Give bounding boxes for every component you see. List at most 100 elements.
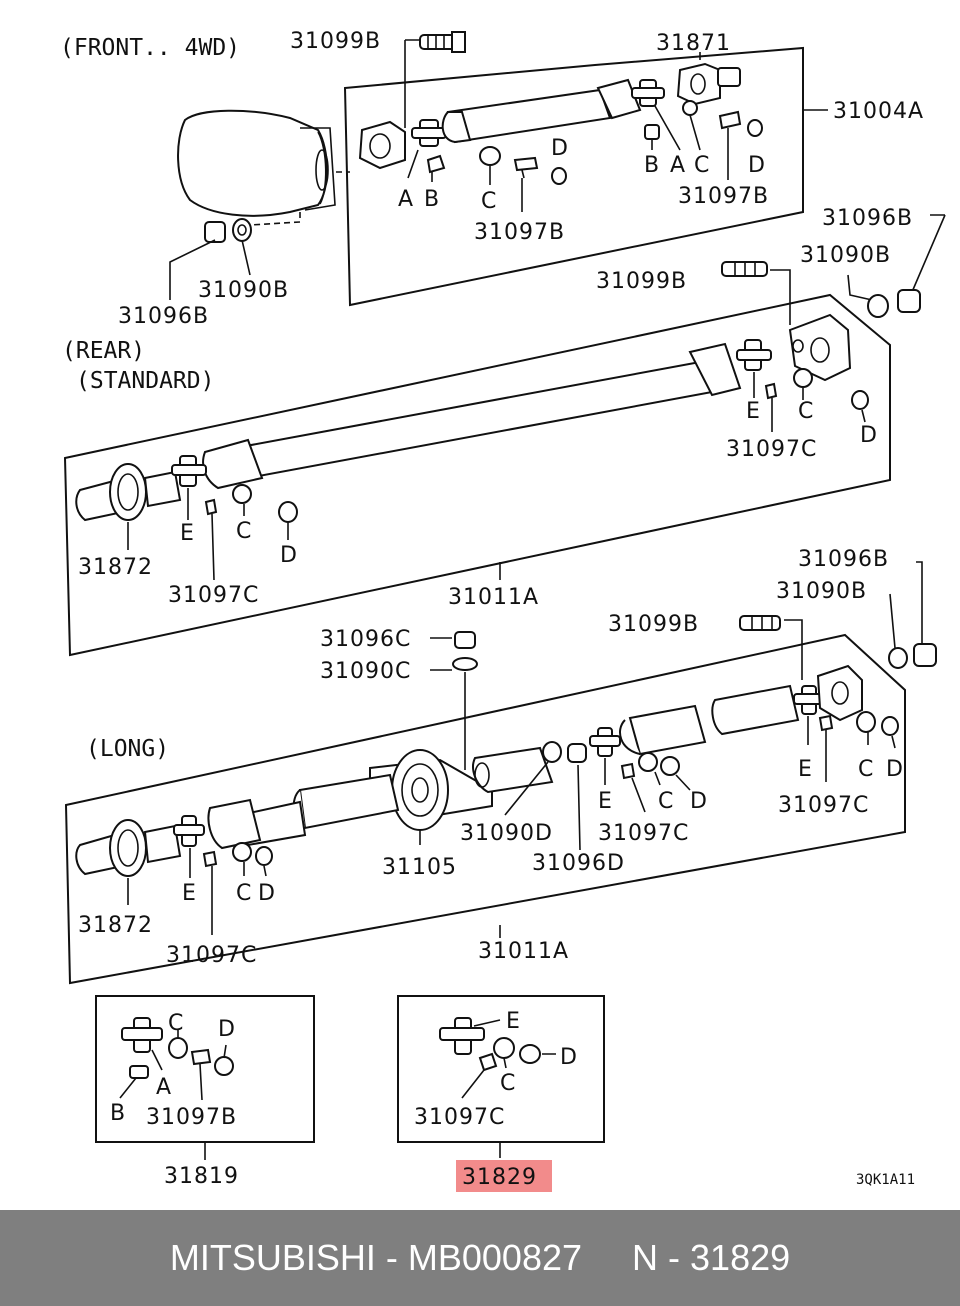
- seal-C-rear-right: [793, 368, 813, 388]
- label-31872-standard: 31872: [78, 555, 153, 580]
- label-D-long-left: D: [258, 881, 276, 906]
- label-31097C-kit: 31097C: [414, 1105, 505, 1130]
- footer-part-number: MB000827: [407, 1237, 583, 1278]
- section-front-label: (FRONT.. 4WD): [60, 35, 240, 61]
- grease-fitting-kit-31819: [190, 1048, 212, 1066]
- yoke-31871: [676, 62, 741, 106]
- bearing-cup-front-right: [644, 124, 660, 140]
- leader-line: [911, 214, 946, 293]
- center-bearing-31105: [369, 749, 493, 831]
- spider-rear-left: [171, 455, 207, 487]
- label-D-front: D: [551, 136, 569, 161]
- label-C-long-middle: C: [658, 789, 674, 814]
- label-31871: 31871: [656, 31, 731, 56]
- label-31004A: 31004A: [833, 99, 924, 124]
- grease-fitting-rear-right: [764, 382, 778, 400]
- spider-long-middle: [589, 727, 621, 757]
- bolt-31099B-rear: [721, 261, 768, 277]
- label-C-rear-left: C: [236, 519, 252, 544]
- bolt-31099B-front: [419, 31, 466, 53]
- label-31097C-rear-right: 31097C: [726, 437, 817, 462]
- assembly-box-31011A-long: [64, 633, 906, 985]
- leader-line: [461, 1019, 556, 1099]
- label-E-rear-left: E: [180, 521, 195, 546]
- label-E-rear-right: E: [746, 399, 761, 424]
- drawing-code: 3QK1A11: [856, 1172, 915, 1188]
- footer-ref: N - 31829: [632, 1237, 791, 1278]
- grease-fitting-kit-31829: [478, 1052, 498, 1072]
- front-propeller-shaft: [441, 78, 642, 144]
- label-D-kit-31829: D: [560, 1045, 578, 1070]
- nut-31096D: [567, 743, 587, 763]
- nut-31096C: [454, 631, 476, 649]
- label-B-kit-31819: B: [110, 1101, 126, 1126]
- leader-line: [651, 105, 729, 180]
- label-31097B-kit: 31097B: [146, 1105, 237, 1130]
- footer-brand: MITSUBISHI: [169, 1237, 376, 1278]
- spider-long-left: [173, 815, 205, 847]
- bearing-cup-kit-31819: [129, 1065, 149, 1079]
- label-31099B-rear: 31099B: [596, 269, 687, 294]
- label-C-kit-31829: C: [500, 1071, 516, 1096]
- label-C-kit-31819: C: [168, 1011, 184, 1036]
- label-D-rear-left: D: [280, 543, 298, 568]
- label-31097C-rear-left: 31097C: [168, 583, 259, 608]
- seal-C-long-middle: [638, 752, 658, 772]
- spider-kit-31829: [439, 1017, 485, 1055]
- label-31097B-front-right: 31097B: [678, 184, 769, 209]
- label-31096C: 31096C: [320, 627, 411, 652]
- leader-line: [241, 239, 251, 276]
- leader-line: [430, 637, 466, 770]
- label-31011A-long: 31011A: [478, 939, 569, 964]
- grease-fitting-rear-left: [204, 498, 218, 516]
- grease-fitting-front-right: [718, 110, 742, 130]
- snap-ring-D-kit-31829: [519, 1044, 541, 1064]
- parts-diagram: (FRONT.. 4WD) 31090B 31096B 31004A 31099…: [60, 29, 946, 1192]
- spider-rear-right: [736, 339, 772, 371]
- leader-line: [504, 761, 581, 851]
- kit-box-31829: [397, 995, 605, 1143]
- leader-line: [119, 1030, 227, 1101]
- label-E-kit-31829: E: [506, 1009, 521, 1034]
- label-B-front-right: B: [644, 153, 660, 178]
- label-D-kit-31819: D: [218, 1017, 236, 1042]
- seal-front-right: [682, 100, 698, 116]
- seal-C-long-right: [856, 711, 876, 733]
- label-D-front-right: D: [748, 153, 766, 178]
- label-A-front-right: A: [670, 153, 686, 178]
- sleeve-yoke-31872-long: [75, 819, 182, 877]
- leader-line: [407, 149, 433, 182]
- label-B-front: B: [424, 187, 440, 212]
- seal-C-front: [479, 146, 501, 166]
- snap-ring-D-rear-left: [278, 501, 298, 523]
- leader-line: [916, 561, 923, 648]
- washer-31090D: [542, 741, 562, 763]
- spider-kit-31819: [121, 1017, 163, 1053]
- label-31097C-long-left: 31097C: [166, 943, 257, 968]
- label-C-long-right: C: [858, 757, 874, 782]
- flange-yoke-rear: [788, 313, 852, 382]
- rear-propeller-shaft-standard: [202, 342, 742, 490]
- label-D-long-right: D: [886, 757, 904, 782]
- label-31011A-standard: 31011A: [448, 585, 539, 610]
- transfer-case: [177, 109, 336, 217]
- leader-line: [404, 39, 420, 128]
- label-A-front: A: [398, 187, 414, 212]
- grease-fitting-front: [513, 156, 539, 179]
- grease-fitting-long-middle: [620, 762, 636, 780]
- label-31090B-long: 31090B: [776, 579, 867, 604]
- assembly-box-31004A: [343, 46, 804, 307]
- label-E-long-right: E: [798, 757, 813, 782]
- guide-line: [249, 212, 301, 226]
- bearing-cup-front: [426, 154, 446, 174]
- label-31096B-long: 31096B: [798, 547, 889, 572]
- nut-31096B-front: [204, 218, 252, 243]
- label-C-front-right: C: [694, 153, 710, 178]
- footer-text: MITSUBISHI - MB000827 N - 31829: [169, 1237, 791, 1278]
- label-31090C: 31090C: [320, 659, 411, 684]
- label-31097C-long-middle: 31097C: [598, 821, 689, 846]
- label-31090B-rear: 31090B: [800, 243, 891, 268]
- flange-yoke-front: [358, 120, 406, 170]
- nut-31096B-long: [888, 643, 937, 669]
- label-D-rear-right: D: [860, 423, 878, 448]
